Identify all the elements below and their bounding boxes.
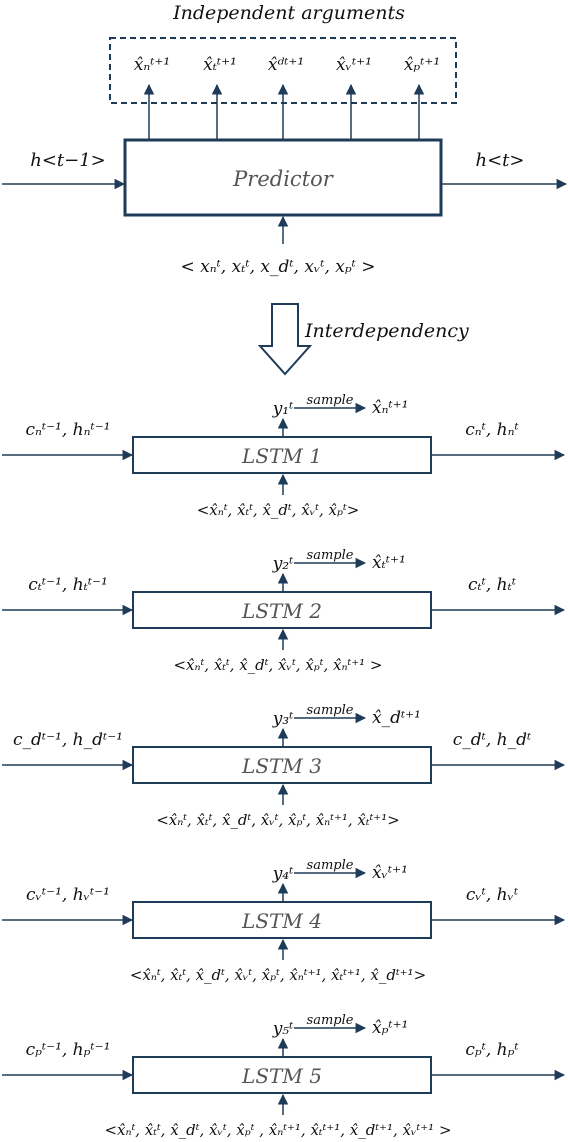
lstm-5-state-in-label: cₚᵗ⁻¹, hₚᵗ⁻¹ bbox=[26, 1040, 111, 1060]
independent-arguments-title: Independent arguments bbox=[172, 2, 405, 24]
lstm-4-state-in-label: cᵥᵗ⁻¹, hᵥᵗ⁻¹ bbox=[26, 885, 110, 905]
lstm-2-sampled-output: x̂ₜᵗ⁺¹ bbox=[372, 553, 406, 573]
lstm-5-box bbox=[132, 1056, 432, 1094]
lstm-5-sample-label: sample bbox=[307, 1013, 354, 1028]
lstm-4-y-label: y₄ᵗ bbox=[272, 864, 294, 884]
lstm-4-inputs: <x̂ₙᵗ, x̂ₜᵗ, x̂_dᵗ, x̂ᵥᵗ, x̂ₚᵗ, x̂ₙᵗ⁺¹, … bbox=[130, 966, 426, 984]
predictor-label: Predictor bbox=[232, 167, 335, 191]
lstm-1-inputs: <x̂ₙᵗ, x̂ₜᵗ, x̂_dᵗ, x̂ᵥᵗ, x̂ₚᵗ> bbox=[197, 501, 360, 519]
lstm-1-state-in-label: cₙᵗ⁻¹, hₙᵗ⁻¹ bbox=[25, 420, 110, 440]
lstm-3-state-out-label: c_dᵗ, h_dᵗ bbox=[453, 730, 532, 750]
lstm-2-sample-label: sample bbox=[307, 548, 354, 563]
lstm-3-sample-label: sample bbox=[307, 703, 354, 718]
lstm-5-state-out-label: cₚᵗ, hₚᵗ bbox=[465, 1040, 519, 1060]
lstm-2-y-label: y₂ᵗ bbox=[272, 554, 294, 574]
lstm-1-state-out-label: cₙᵗ, hₙᵗ bbox=[465, 420, 519, 440]
predictor-inputs: < xₙᵗ, xₜᵗ, x_dᵗ, xᵥᵗ, xₚᵗ > bbox=[180, 257, 375, 277]
h-in-label: h<t−1> bbox=[30, 150, 106, 171]
lstm-4-state-out-label: cᵥᵗ, hᵥᵗ bbox=[466, 885, 519, 905]
interdependency-arrow bbox=[257, 303, 313, 376]
output-x-v: x̂ᵥᵗ⁺¹ bbox=[336, 55, 372, 75]
lstm-3-y-label: y₃ᵗ bbox=[272, 709, 294, 729]
lstm-2-label: LSTM 2 bbox=[241, 599, 322, 623]
output-x-p: x̂ₚᵗ⁺¹ bbox=[404, 55, 440, 75]
output-x-n: x̂ₙᵗ⁺¹ bbox=[134, 55, 170, 75]
lstm-4-label: LSTM 4 bbox=[241, 909, 322, 933]
lstm-2-inputs: <x̂ₙᵗ, x̂ₜᵗ, x̂_dᵗ, x̂ᵥᵗ, x̂ₚᵗ, x̂ₙᵗ⁺¹ > bbox=[173, 656, 382, 674]
lstm-5-inputs: <x̂ₙᵗ, x̂ₜᵗ, x̂_dᵗ, x̂ᵥᵗ, x̂ₚᵗ , x̂ₙᵗ⁺¹,… bbox=[104, 1121, 451, 1139]
lstm-4-box bbox=[132, 901, 432, 939]
lstm-5-sampled-output: x̂ₚᵗ⁺¹ bbox=[372, 1018, 408, 1038]
lstm-5-y-label: y₅ᵗ bbox=[272, 1019, 294, 1039]
predictor-box bbox=[123, 138, 443, 217]
lstm-3-state-in-label: c_dᵗ⁻¹, h_dᵗ⁻¹ bbox=[13, 730, 123, 750]
lstm-1-label: LSTM 1 bbox=[241, 444, 322, 468]
lstm-2-box bbox=[132, 591, 432, 629]
lstm-3-inputs: <x̂ₙᵗ, x̂ₜᵗ, x̂_dᵗ, x̂ᵥᵗ, x̂ₚᵗ, x̂ₙᵗ⁺¹, … bbox=[156, 811, 400, 829]
lstm-3-sampled-output: x̂_dᵗ⁺¹ bbox=[372, 708, 421, 728]
interdependency-label: Interdependency bbox=[304, 320, 469, 342]
lstm-3-label: LSTM 3 bbox=[241, 754, 322, 778]
output-x-t: x̂ₜᵗ⁺¹ bbox=[203, 55, 237, 75]
lstm-2-state-out-label: cₜᵗ, hₜᵗ bbox=[468, 575, 517, 595]
lstm-4-sampled-output: x̂ᵥᵗ⁺¹ bbox=[372, 863, 408, 883]
h-out-label: h<t> bbox=[476, 150, 525, 171]
predictor-output-arrows bbox=[143, 83, 425, 140]
lstm-5-label: LSTM 5 bbox=[241, 1064, 322, 1088]
lstm-blocks: LSTM 1 cₙᵗ⁻¹, hₙᵗ⁻¹ cₙᵗ, hₙᵗ <x̂ₙᵗ, x̂ₜᵗ, x… bbox=[2, 393, 566, 1139]
lstm-1-sample-label: sample bbox=[307, 393, 354, 408]
output-x-d: x̂ᵈᵗ⁺¹ bbox=[268, 55, 304, 75]
lstm-4-sample-label: sample bbox=[307, 858, 354, 873]
lstm-1-y-label: y₁ᵗ bbox=[272, 399, 294, 419]
lstm-2-state-in-label: cₜᵗ⁻¹, hₜᵗ⁻¹ bbox=[28, 575, 108, 595]
lstm-1-sampled-output: x̂ₙᵗ⁺¹ bbox=[372, 398, 408, 418]
